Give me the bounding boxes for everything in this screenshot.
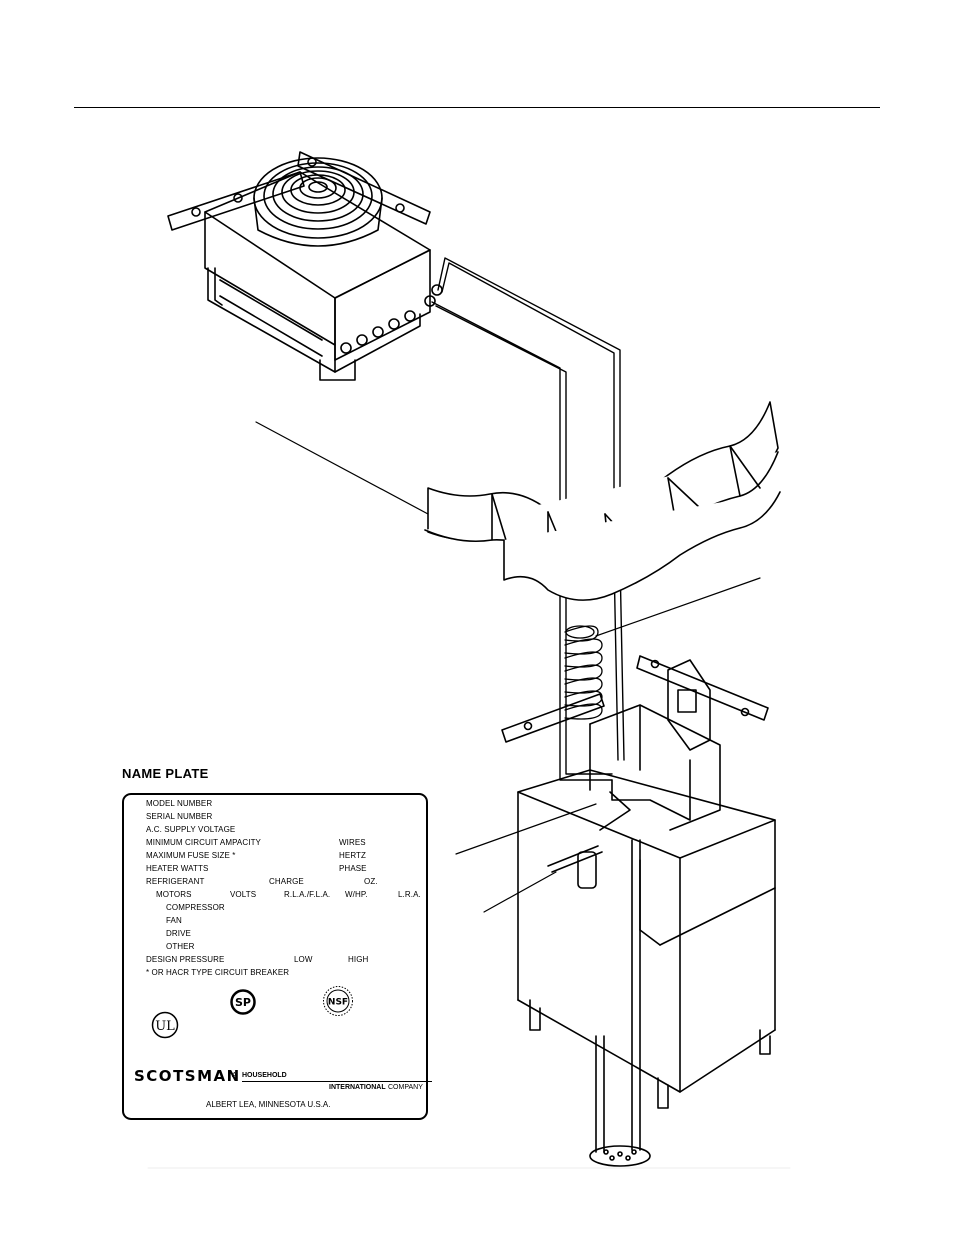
serial-number-label: SERIAL NUMBER [146, 812, 213, 821]
high-label: HIGH [348, 955, 369, 964]
ul-logo-text: UL [155, 1019, 175, 1034]
low-label: LOW [294, 955, 313, 964]
header-rule [74, 107, 880, 108]
brand-name: SCOTSMAN [134, 1067, 241, 1085]
oz-label: OZ. [364, 877, 378, 886]
remote-condenser [167, 151, 443, 381]
brand-address: ALBERT LEA, MINNESOTA U.S.A. [206, 1100, 331, 1109]
other-label: OTHER [166, 942, 195, 951]
phase-label: PHASE [339, 864, 367, 873]
csa-logo-icon: SP [230, 989, 256, 1015]
breaker-note: * OR HACR TYPE CIRCUIT BREAKER [146, 968, 290, 977]
compressor-label: COMPRESSOR [166, 903, 225, 912]
motors-label: MOTORS [156, 890, 192, 899]
supply-voltage-label: A.C. SUPPLY VOLTAGE [146, 825, 236, 834]
nsf-logo-icon: NSF [323, 986, 353, 1016]
tubing-coil [564, 625, 603, 720]
rla-label: R.L.A./F.L.A. [284, 890, 331, 899]
volts-label: VOLTS [230, 890, 257, 899]
wires-label: WIRES [339, 838, 366, 847]
hertz-label: HERTZ [339, 851, 367, 860]
fan-label: FAN [166, 916, 182, 925]
brand-company: COMPANY [388, 1084, 423, 1091]
ul-logo-icon: UL [151, 1011, 179, 1039]
charge-label: CHARGE [269, 877, 304, 886]
ice-machine [501, 655, 776, 1167]
min-circuit-label: MINIMUM CIRCUIT AMPACITY [146, 838, 261, 847]
whp-label: W/HP. [345, 890, 368, 899]
leader-lines [255, 421, 761, 913]
brand-divider [242, 1081, 432, 1082]
design-pressure-label: DESIGN PRESSURE [146, 955, 225, 964]
model-number-label: MODEL NUMBER [146, 799, 213, 808]
refrigerant-label: REFRIGERANT [146, 877, 205, 886]
lra-label: L.R.A. [398, 890, 421, 899]
heater-watts-label: HEATER WATTS [146, 864, 209, 873]
brand-international: INTERNATIONAL [329, 1084, 386, 1091]
nsf-logo-text: NSF [328, 998, 348, 1008]
roof-section [424, 401, 781, 601]
brand-household: HOUSEHOLD [242, 1072, 287, 1079]
drive-label: DRIVE [166, 929, 191, 938]
csa-logo-text: SP [235, 996, 251, 1009]
max-fuse-label: MAXIMUM FUSE SIZE * [146, 851, 236, 860]
name-plate: MODEL NUMBER SERIAL NUMBER A.C. SUPPLY V… [122, 793, 432, 1120]
brand-a: A [232, 1072, 237, 1079]
name-plate-title: NAME PLATE [122, 766, 209, 781]
